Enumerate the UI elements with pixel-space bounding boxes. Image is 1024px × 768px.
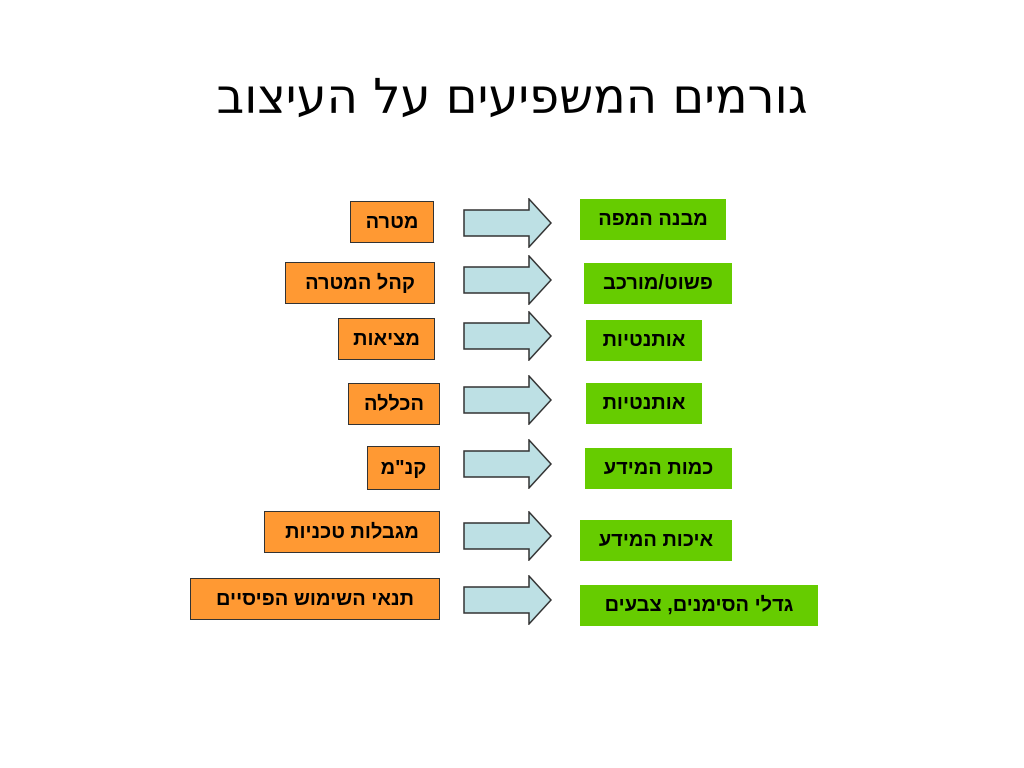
result-box-authenticity: אותנטיות: [586, 383, 702, 424]
factor-box-generalization: הכללה: [348, 383, 440, 425]
result-box-information-quality: איכות המידע: [580, 520, 732, 561]
result-box-authenticity: אותנטיות: [586, 320, 702, 361]
arrow-right-icon: [463, 311, 553, 361]
factor-box-reality: מציאות: [338, 318, 435, 360]
factor-box-technical-limits: מגבלות טכניות: [264, 511, 440, 553]
arrow-right-icon: [463, 511, 553, 561]
arrow-right-icon: [463, 575, 553, 625]
arrow-right-icon: [463, 375, 553, 425]
factor-box-goal: מטרה: [350, 201, 434, 243]
result-box-simple-complex: פשוט/מורכב: [584, 263, 732, 304]
arrow-right-icon: [463, 198, 553, 248]
page-title: גורמים המשפיעים על העיצוב: [216, 69, 808, 125]
factor-box-scale: קנ"מ: [367, 446, 440, 490]
result-box-symbol-sizes-colors: גדלי הסימנים, צבעים: [580, 585, 818, 626]
result-box-information-amount: כמות המידע: [585, 448, 732, 489]
factor-box-physical-use-conditions: תנאי השימוש הפיסיים: [190, 578, 440, 620]
arrow-right-icon: [463, 439, 553, 489]
factor-box-target-audience: קהל המטרה: [285, 262, 435, 304]
result-box-map-structure: מבנה המפה: [580, 199, 726, 240]
arrow-right-icon: [463, 255, 553, 305]
